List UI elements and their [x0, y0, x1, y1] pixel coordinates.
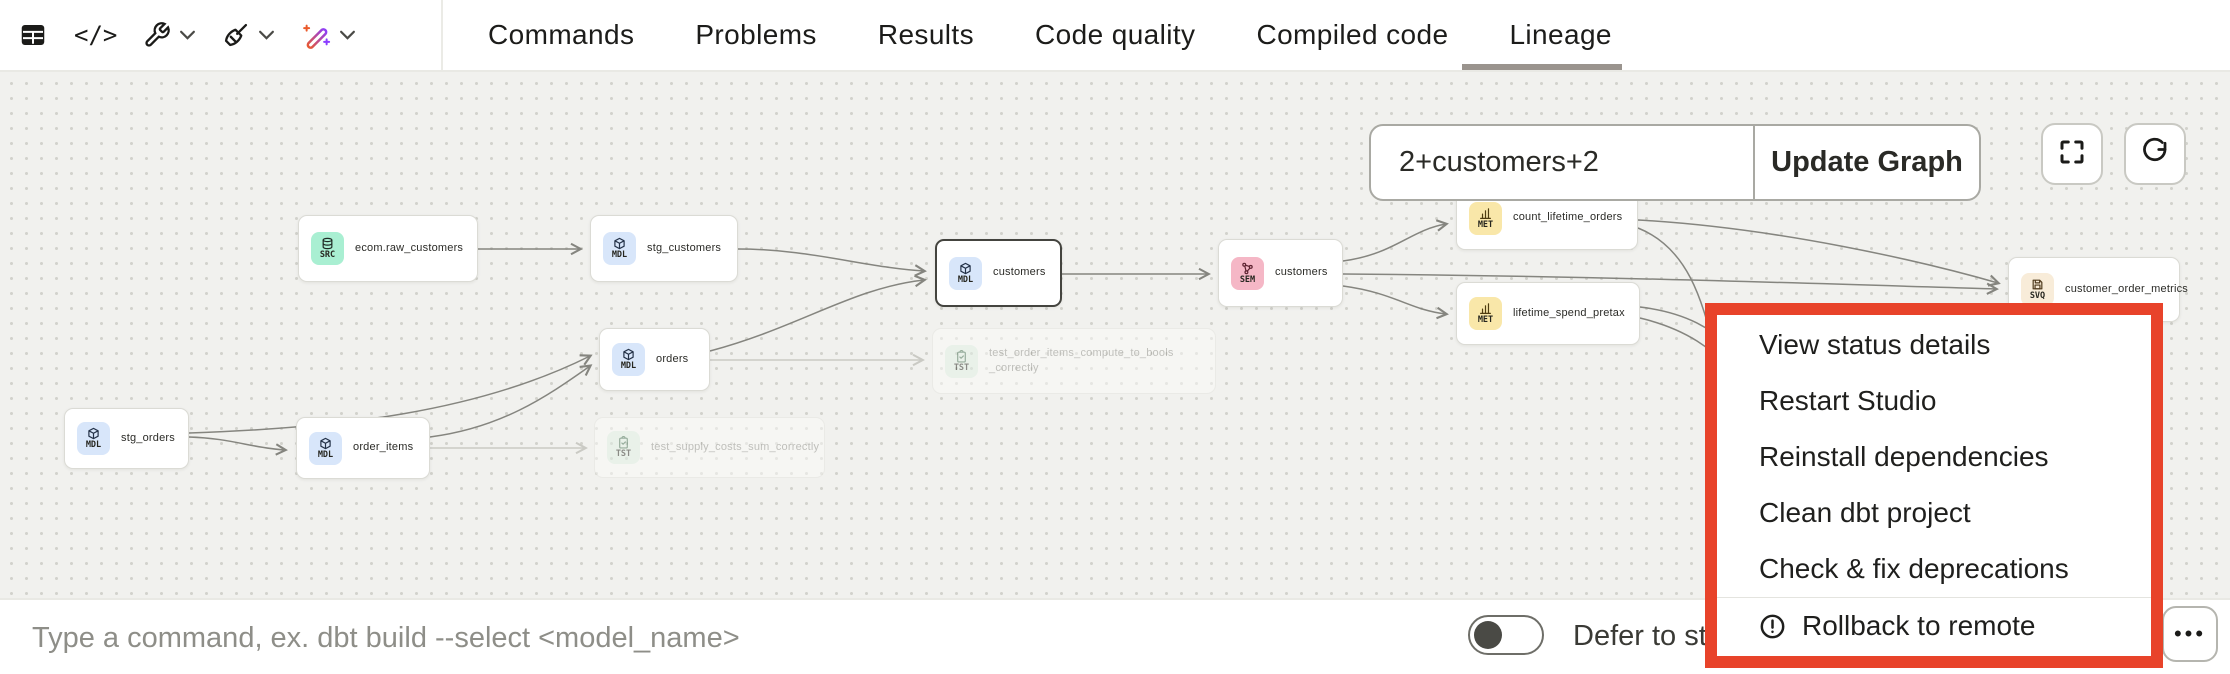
cube-icon [613, 237, 626, 250]
bar-chart-icon [1479, 207, 1492, 220]
node-label: order_items [353, 441, 414, 454]
command-input[interactable] [30, 608, 1394, 668]
chevron-down-icon[interactable] [339, 29, 356, 41]
menu-item-check-fix-deprecations[interactable]: Check & fix deprecations [1717, 541, 2151, 597]
update-graph-button[interactable]: Update Graph [1771, 146, 1963, 178]
menu-item-restart-studio[interactable]: Restart Studio [1717, 373, 2151, 429]
lineage-node-stg-customers[interactable]: MDL stg_customers [590, 215, 738, 282]
code-icon: </> [74, 21, 118, 49]
test-icon [955, 349, 968, 363]
node-label: customer_order_metrics [2065, 282, 2188, 295]
node-type-badge: MET [1469, 201, 1502, 235]
menu-item-rollback-to-remote[interactable]: Rollback to remote [1717, 598, 2151, 654]
lineage-node-stg-orders[interactable]: MDL stg_orders [64, 408, 189, 469]
lineage-node-test-order-items-compute-to-bools-correctly[interactable]: TST test_order_items_compute_to_bools_co… [932, 328, 1216, 394]
node-type-badge: MET [1469, 297, 1502, 330]
lineage-node-ecom-raw-customers[interactable]: SRC ecom.raw_customers [298, 215, 478, 282]
broom-tool[interactable] [222, 21, 275, 49]
defer-label: Defer to sta [1573, 620, 1723, 652]
tab-problems[interactable]: Problems [695, 19, 817, 50]
tab-bar: Commands Problems Results Code quality Compi… [488, 0, 1612, 70]
menu-item-label: Restart Studio [1759, 385, 1937, 416]
toolbar-icon-group: </> [18, 0, 356, 70]
node-label: test_order_items_compute_to_bools_correc… [989, 346, 1174, 374]
graph-controls: 2+customers+2 Update Graph [1369, 124, 1981, 201]
menu-item-label: Rollback to remote [1802, 610, 2036, 641]
semantic-model-icon [1241, 262, 1254, 275]
node-label: customers [1275, 266, 1328, 279]
fullscreen-icon [2057, 137, 2087, 172]
fullscreen-button[interactable] [2041, 123, 2103, 185]
more-options-button[interactable]: ••• [2162, 606, 2218, 662]
node-type-badge: MDL [949, 256, 982, 290]
active-tab-underline [1462, 64, 1622, 70]
wrench-tool[interactable] [143, 21, 196, 49]
node-label: orders [656, 352, 689, 365]
node-type-badge: TST [607, 431, 640, 464]
tab-results[interactable]: Results [877, 19, 974, 50]
lineage-node-lifetime-spend-pretax[interactable]: MET lifetime_spend_pretax [1456, 282, 1640, 345]
cube-icon [959, 262, 972, 275]
saved-query-icon [2031, 278, 2044, 291]
database-icon [321, 237, 334, 250]
menu-item-view-status-details[interactable]: View status details [1717, 317, 2151, 373]
lineage-node-test-supply-costs-sum-correctly[interactable]: TST test_supply_costs_sum_correctly [594, 417, 825, 478]
menu-item-label: Reinstall dependencies [1759, 441, 2049, 472]
tab-lineage[interactable]: Lineage [1509, 19, 1612, 50]
table-grid-tool[interactable] [18, 20, 48, 50]
node-label: lifetime_spend_pretax [1513, 306, 1625, 319]
lineage-node-customers-model[interactable]: MDL customers [935, 239, 1062, 307]
lineage-node-order-items[interactable]: MDL order_items [296, 417, 430, 479]
menu-item-label: Clean dbt project [1759, 497, 1971, 528]
warning-circle-icon [1759, 613, 1786, 640]
node-type-badge: MDL [612, 343, 645, 376]
node-label: stg_customers [647, 241, 722, 254]
node-type-badge: MDL [309, 431, 342, 465]
node-type-badge: SVQ [2021, 273, 2054, 306]
chevron-down-icon[interactable] [258, 29, 275, 41]
cube-icon [622, 348, 635, 361]
cube-icon [319, 437, 332, 450]
node-type-badge: MDL [77, 422, 110, 455]
tab-code-quality[interactable]: Code quality [1035, 19, 1196, 50]
cube-icon [87, 427, 100, 440]
magic-wand-tool[interactable] [301, 20, 356, 50]
defer-toggle[interactable] [1468, 615, 1544, 655]
magic-wand-icon [301, 20, 331, 50]
node-label: customers [993, 266, 1046, 279]
toolbar-divider [441, 0, 443, 70]
node-label: count_lifetime_orders [1513, 211, 1623, 224]
code-tool[interactable]: </> [74, 21, 117, 49]
model-selector-input[interactable]: 2+customers+2 [1371, 126, 1755, 199]
menu-item-clean-dbt-project[interactable]: Clean dbt project [1717, 485, 2151, 541]
tab-compiled-code[interactable]: Compiled code [1256, 19, 1449, 50]
node-type-badge: SEM [1231, 256, 1264, 290]
lineage-node-orders[interactable]: MDL orders [599, 328, 710, 391]
toggle-knob [1474, 620, 1502, 649]
menu-item-reinstall-dependencies[interactable]: Reinstall dependencies [1717, 429, 2151, 485]
broom-icon [222, 21, 250, 49]
test-icon [617, 436, 630, 449]
node-label: test_supply_costs_sum_correctly [651, 440, 820, 453]
table-grid-icon [18, 20, 48, 50]
menu-divider [1717, 597, 2151, 598]
node-label: stg_orders [121, 431, 175, 444]
refresh-icon [2140, 137, 2170, 172]
node-type-badge: TST [945, 344, 978, 378]
lineage-node-customers-semantic[interactable]: SEM customers [1218, 239, 1343, 307]
refresh-graph-button[interactable] [2124, 123, 2186, 185]
chevron-down-icon[interactable] [179, 29, 196, 41]
node-type-badge: MDL [603, 232, 636, 265]
menu-item-label: Check & fix deprecations [1759, 553, 2069, 584]
tab-commands[interactable]: Commands [488, 19, 635, 50]
wrench-icon [143, 21, 171, 49]
node-label: ecom.raw_customers [355, 241, 464, 254]
node-type-badge: SRC [311, 232, 344, 265]
menu-item-label: View status details [1759, 329, 1991, 360]
bar-chart-icon [1479, 302, 1492, 315]
